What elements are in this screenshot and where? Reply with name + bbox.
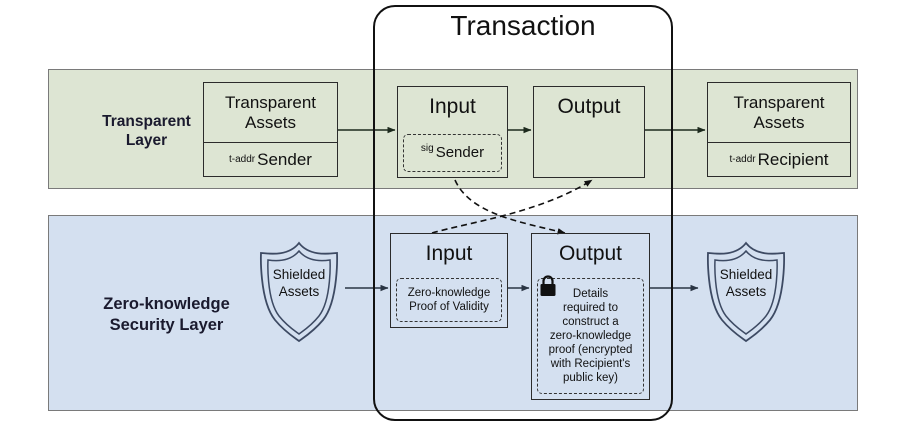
transparent-assets-sender-title: Transparent Assets [204, 83, 337, 143]
zk-proof-line1: Zero-knowledge [407, 286, 491, 299]
transparent-assets-sender-box[interactable]: Transparent Assets t-addr Sender [203, 82, 338, 177]
shielded-assets-left-line2: Assets [278, 284, 320, 300]
transparent-assets-recipient-title-line1: Transparent [733, 93, 825, 113]
transparent-assets-recipient-title: Transparent Assets [708, 83, 850, 143]
zk-output-details-note: Details required to construct a zero-kno… [537, 278, 644, 394]
zk-details-line1: Details [572, 287, 609, 300]
zero-knowledge-layer-band: Zero-knowledge Security Layer [48, 215, 858, 411]
sig-prefix: sig [420, 143, 434, 155]
transparent-layer-label-line2: Layer [125, 132, 168, 150]
shielded-assets-left[interactable]: Shielded Assets [253, 240, 345, 344]
zk-layer-label-line1: Zero-knowledge [103, 295, 230, 313]
shielded-assets-left-text: Shielded Assets [253, 266, 345, 301]
shielded-assets-right-text: Shielded Assets [700, 266, 792, 301]
transparent-output-box[interactable]: Output [533, 86, 645, 178]
t-addr-prefix-recipient: t-addr [729, 154, 756, 165]
shield-icon [707, 241, 785, 343]
zk-input-title: Input [425, 242, 473, 265]
zk-input-box[interactable]: Input [390, 233, 508, 328]
shield-icon [260, 241, 338, 343]
transparent-assets-sender-address: t-addr Sender [204, 143, 337, 176]
zero-knowledge-layer-label: Zero-knowledge Security Layer [59, 294, 274, 335]
sig-sender-label: Sender [435, 144, 485, 162]
transparent-input-title: Input [429, 95, 476, 118]
transparent-assets-sender-title-line1: Transparent [224, 93, 317, 113]
zk-proof-line2: Proof of Validity [409, 301, 489, 313]
shielded-assets-right-line2: Assets [725, 284, 767, 300]
shielded-assets-right-line1: Shielded [719, 267, 773, 282]
zk-output-title: Output [558, 242, 623, 265]
transparent-assets-sender-title-line2: Assets [244, 112, 297, 132]
transparent-assets-recipient-box[interactable]: Transparent Assets t-addr Recipient [707, 82, 851, 177]
transparent-input-box[interactable]: Input [397, 86, 508, 178]
zk-details-line7: public key) [563, 372, 618, 385]
zk-layer-label-line2: Security Layer [109, 315, 224, 334]
zk-output-box[interactable]: Output [531, 233, 650, 400]
transparent-output-title: Output [557, 95, 621, 118]
lock-icon [538, 274, 558, 298]
transparent-assets-recipient-address: t-addr Recipient [708, 143, 850, 176]
transparent-assets-recipient-title-line2: Assets [753, 112, 805, 132]
zk-details-line2: required to [563, 301, 618, 314]
zk-details-line5: proof (encrypted [548, 344, 633, 356]
recipient-party-label: Recipient [757, 149, 829, 169]
zk-details-line6: with Recipient's [550, 358, 631, 371]
transparent-layer-label-line1: Transparent [102, 113, 191, 130]
transparent-layer-band: Transparent Layer [48, 69, 858, 189]
zk-proof-of-validity-note: Zero-knowledge Proof of Validity [396, 278, 502, 322]
shielded-assets-right[interactable]: Shielded Assets [700, 240, 792, 344]
transparent-layer-label: Transparent Layer [59, 112, 234, 151]
zk-details-line4: zero-knowledge [549, 329, 632, 342]
sender-party-label: Sender [257, 149, 312, 169]
transaction-title: Transaction [450, 10, 596, 41]
shielded-assets-left-line1: Shielded [272, 267, 326, 282]
t-addr-prefix-sender: t-addr [229, 154, 256, 165]
zk-details-line3: construct a [562, 315, 619, 328]
